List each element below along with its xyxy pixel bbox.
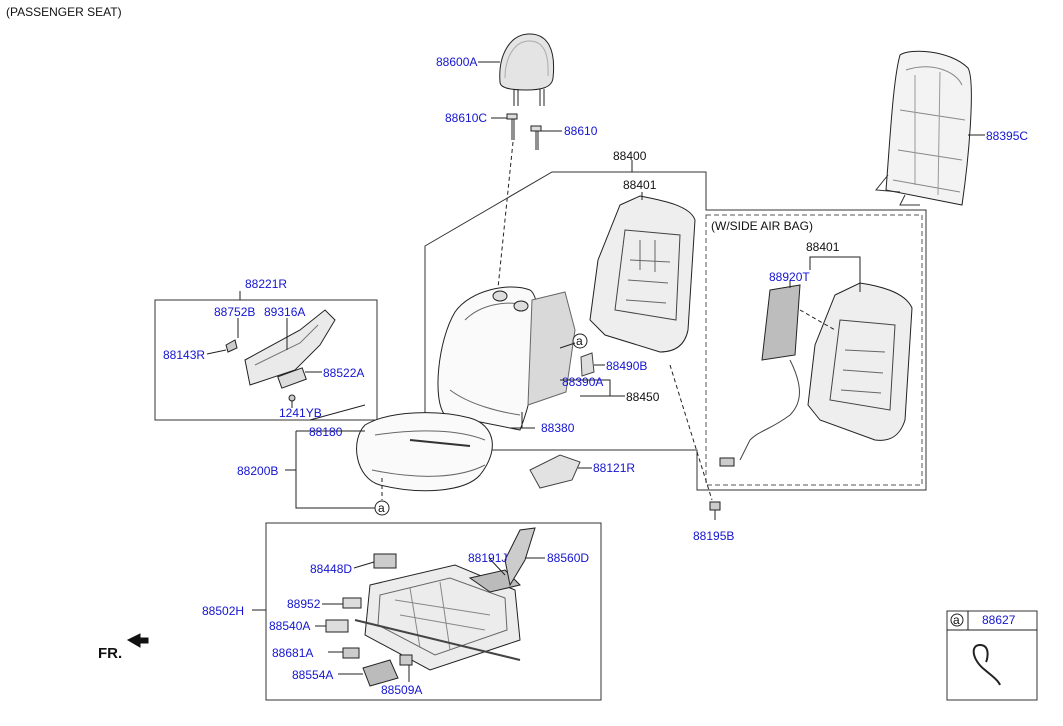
part-88450[interactable]: 88450 <box>626 390 660 404</box>
part-1241YB[interactable]: 1241YB <box>279 406 322 420</box>
seat-track-drawing <box>325 527 536 687</box>
part-88143R[interactable]: 88143R <box>163 348 206 362</box>
part-88920T[interactable]: 88920T <box>769 270 810 284</box>
part-88121R[interactable]: 88121R <box>593 461 636 475</box>
part-88180[interactable]: 88180 <box>309 425 343 439</box>
part-88600A[interactable]: 88600A <box>436 55 478 69</box>
part-88522A[interactable]: 88522A <box>323 366 365 380</box>
part-88610[interactable]: 88610 <box>564 124 598 138</box>
part-88554A[interactable]: 88554A <box>292 668 334 682</box>
seatback-foam-drawing <box>437 286 540 431</box>
part-88627[interactable]: 88627 <box>982 613 1016 627</box>
part-88509A[interactable]: 88509A <box>381 683 423 697</box>
circle-marker-a-legend: a <box>953 613 960 627</box>
back-frame-drawing <box>589 195 696 353</box>
headrest-guides <box>506 113 542 150</box>
part-88448D[interactable]: 88448D <box>310 562 353 576</box>
part-89316A[interactable]: 89316A <box>264 305 306 319</box>
front-indicator: FR. <box>98 645 123 662</box>
part-88400[interactable]: 88400 <box>613 149 647 163</box>
part-88191J[interactable]: 88191J <box>468 551 508 565</box>
part-88502H[interactable]: 88502H <box>202 604 245 618</box>
part-88390A[interactable]: 88390A <box>562 375 604 389</box>
airbag-module-drawing <box>719 284 801 467</box>
part-88195B[interactable]: 88195B <box>693 529 735 543</box>
part-88681A[interactable]: 88681A <box>272 646 314 660</box>
circle-marker-a: a <box>378 501 385 515</box>
part-88401-airbag[interactable]: 88401 <box>806 240 840 254</box>
part-88380[interactable]: 88380 <box>541 421 575 435</box>
seatback-cover-drawing <box>875 50 972 206</box>
part-88200B[interactable]: 88200B <box>237 464 279 478</box>
part-88610C[interactable]: 88610C <box>445 111 488 125</box>
part-88540A[interactable]: 88540A <box>269 619 311 633</box>
diagram-title: (PASSENGER SEAT) <box>6 5 122 19</box>
part-88752B[interactable]: 88752B <box>214 305 256 319</box>
part-88221R[interactable]: 88221R <box>245 277 288 291</box>
circle-marker-a-back: a <box>576 334 583 348</box>
part-88401[interactable]: 88401 <box>623 178 657 192</box>
part-88560D[interactable]: 88560D <box>547 551 590 565</box>
back-frame-airbag-drawing <box>807 282 913 441</box>
part-88490B[interactable]: 88490B <box>606 359 648 373</box>
side-shield-drawing <box>225 309 336 408</box>
part-88395C[interactable]: 88395C <box>986 129 1029 143</box>
seat-cushion-drawing <box>356 412 493 492</box>
side-airbag-label: (W/SIDE AIR BAG) <box>711 219 814 233</box>
headrest-drawing <box>499 33 555 106</box>
part-88952[interactable]: 88952 <box>287 597 321 611</box>
